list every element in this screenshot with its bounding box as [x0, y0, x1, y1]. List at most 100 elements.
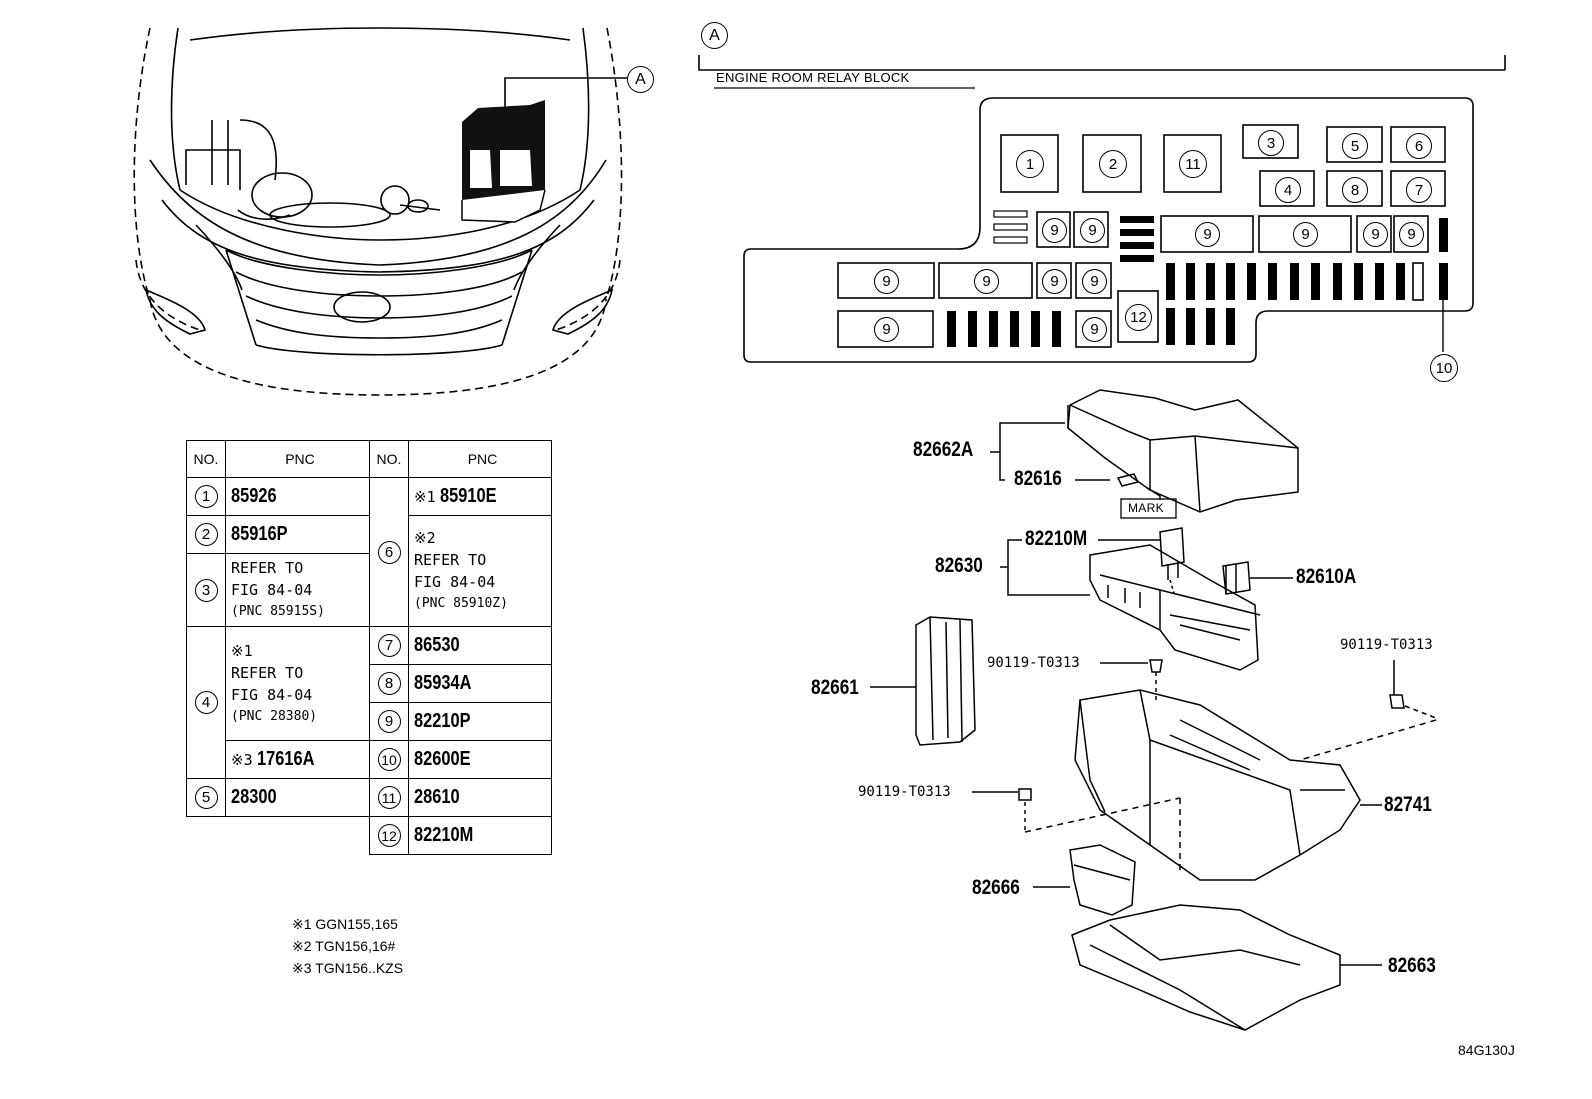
note-mark: ※3 — [231, 751, 253, 769]
ref-line: (PNC 85915S) — [231, 604, 325, 619]
callout-a-section: A — [701, 22, 728, 49]
part-82666: 82666 — [972, 876, 1020, 899]
engine-relay-box-drawing — [461, 100, 546, 223]
slot-9: 9 — [974, 269, 999, 294]
slot-10: 10 — [1430, 354, 1458, 382]
note-mark: ※2 — [414, 529, 436, 547]
row-number: 6 — [377, 540, 401, 564]
row-number: 7 — [377, 634, 401, 657]
slot-6: 6 — [1406, 133, 1432, 159]
footnotes: ※1 GGN155,165 ※2 TGN156,16# ※3 TGN156..K… — [292, 913, 403, 979]
ref-line: (PNC 28380) — [231, 708, 318, 724]
note-mark: ※1 — [231, 641, 253, 660]
slot-7: 7 — [1406, 177, 1432, 203]
ref-line: (PNC 85910Z) — [414, 596, 508, 611]
slot-4: 4 — [1275, 177, 1301, 203]
pnc-value: 85926 — [231, 485, 277, 507]
footnote-2: ※2 TGN156,16# — [292, 938, 396, 954]
slot-2: 2 — [1099, 150, 1127, 178]
slot-12: 12 — [1125, 304, 1152, 331]
slot-9: 9 — [1399, 222, 1424, 247]
callout-a-vehicle: A — [627, 66, 654, 93]
callout-a-section-label: A — [709, 26, 720, 44]
header-no: NO. — [186, 440, 226, 478]
slot-1: 1 — [1016, 150, 1044, 178]
pnc-value: 82210P — [414, 710, 471, 732]
part-82616: 82616 — [1014, 467, 1062, 490]
slot-5: 5 — [1342, 133, 1368, 159]
row-number: 2 — [194, 523, 218, 546]
part-82630: 82630 — [935, 554, 983, 577]
footnote-1: ※1 GGN155,165 — [292, 916, 398, 932]
part-82662A: 82662A — [913, 438, 974, 461]
row-number: 10 — [377, 748, 401, 771]
slot-9: 9 — [874, 317, 899, 342]
row-number: 1 — [194, 485, 218, 508]
pnc-value: 28300 — [231, 786, 277, 808]
pnc-value: 85910E — [440, 485, 497, 507]
row-number: 9 — [377, 710, 401, 733]
table-row: 9 82210P — [187, 702, 552, 741]
ref-line: FIG 84-04 — [231, 685, 313, 704]
pnc-value: 85916P — [231, 523, 288, 545]
slot-9: 9 — [1082, 317, 1107, 342]
part-82610A: 82610A — [1296, 565, 1357, 588]
ref-line: REFER TO — [231, 559, 304, 577]
table-header-row: NO. PNC NO. PNC — [186, 440, 552, 478]
pnc-value: 85934A — [414, 672, 472, 694]
slot-9: 9 — [1363, 222, 1388, 247]
pnc-value: 28610 — [414, 786, 460, 808]
vehicle-front-drawing — [133, 27, 623, 396]
ref-line: FIG 84-04 — [231, 581, 313, 599]
part-82210M: 82210M — [1025, 527, 1088, 550]
part-82663: 82663 — [1388, 954, 1436, 977]
header-pnc: PNC — [408, 440, 552, 478]
slot-9: 9 — [1195, 222, 1220, 247]
table-row: 12 82210M — [187, 816, 552, 855]
table-row: 1 85926 6 ※1 85910E — [186, 477, 552, 627]
parts-table: NO. PNC NO. PNC 1 85926 6 ※1 85910E 2 85… — [186, 440, 552, 855]
relay-block-title: ENGINE ROOM RELAY BLOCK — [716, 70, 910, 85]
ref-line: FIG 84-04 — [414, 573, 496, 591]
mark-label: MARK — [1128, 501, 1164, 515]
slot-9: 9 — [1080, 218, 1105, 243]
slot-9: 9 — [874, 269, 899, 294]
slot-11: 11 — [1179, 150, 1207, 178]
pnc-value: 82600E — [414, 748, 471, 770]
row-number: 11 — [377, 786, 401, 809]
row-number: 5 — [194, 786, 218, 809]
slot-8: 8 — [1342, 177, 1368, 203]
header-no: NO. — [369, 440, 409, 478]
callout-a-label: A — [635, 70, 646, 88]
ref-line: REFER TO — [231, 663, 304, 682]
table-row: 2 85916P ※2 REFER TO FIG 84-04 (PNC 8591… — [186, 515, 552, 627]
bolt-90119-T0313: 90119-T0313 — [1340, 637, 1433, 653]
relay-block-outline — [698, 55, 1506, 363]
pnc-value: 82210M — [414, 824, 474, 846]
fuse-bars — [947, 216, 1448, 347]
header-pnc: PNC — [225, 440, 370, 478]
exploded-view-drawings — [870, 389, 1437, 1031]
slot-9: 9 — [1082, 269, 1107, 294]
row-number: 3 — [194, 578, 218, 602]
pnc-value: 86530 — [414, 634, 460, 656]
part-82741: 82741 — [1384, 793, 1432, 816]
row-number: 8 — [377, 672, 401, 695]
part-82661: 82661 — [811, 676, 859, 699]
row-number: 4 — [194, 691, 218, 714]
bolt-90119-T0313: 90119-T0313 — [858, 784, 951, 800]
row-number: 12 — [377, 824, 401, 847]
table-row: 4 ※1 REFER TO FIG 84-04 (PNC 28380) 7 86… — [186, 626, 552, 779]
engine-bay-drawing — [144, 27, 614, 356]
slot-3: 3 — [1258, 130, 1284, 156]
figure-id: 84G130J — [1458, 1042, 1515, 1058]
slot-9: 9 — [1042, 218, 1067, 243]
ref-line: REFER TO — [414, 551, 487, 569]
pnc-value: 17616A — [257, 748, 315, 770]
footnote-3: ※3 TGN156..KZS — [292, 960, 404, 976]
bolt-90119-T0313: 90119-T0313 — [987, 655, 1080, 671]
slot-9: 9 — [1042, 269, 1067, 294]
slot-9: 9 — [1293, 222, 1318, 247]
table-row: ※3 17616A 10 82600E — [187, 740, 552, 779]
